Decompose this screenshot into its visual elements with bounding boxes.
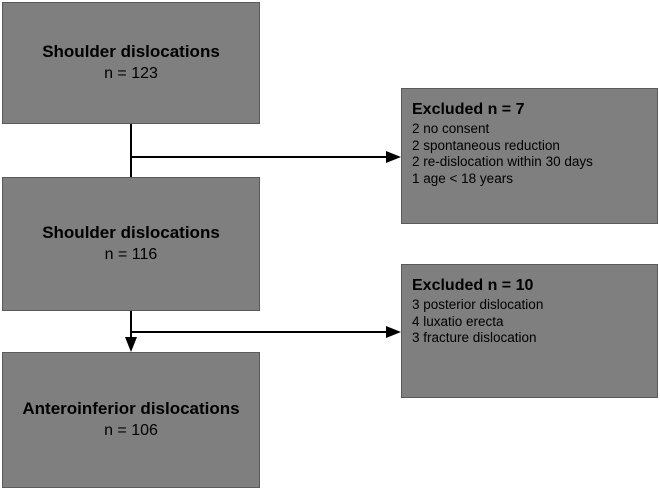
stage-title: Anteroinferior dislocations bbox=[22, 399, 240, 418]
exclusion-title: Excluded n = 7 bbox=[412, 101, 525, 118]
exclusion-box-second: Excluded n = 10 3 posterior dislocation … bbox=[401, 264, 658, 398]
exclusion-reason: 2 re-dislocation within 30 days bbox=[412, 154, 593, 169]
arrowhead-stage3 bbox=[125, 337, 137, 352]
exclusion-reason: 2 no consent bbox=[412, 121, 490, 136]
exclusion-reason: 4 luxatio erecta bbox=[412, 313, 504, 329]
exclusion-reason: 3 fracture dislocation bbox=[412, 330, 537, 345]
stage-title: Shoulder dislocations bbox=[42, 42, 220, 61]
arrowhead-exclusion1 bbox=[386, 151, 401, 163]
exclusion-title: Excluded n = 10 bbox=[412, 277, 534, 294]
exclusion-reason: 3 posterior dislocation bbox=[412, 297, 544, 312]
stage-count: n = 116 bbox=[104, 246, 158, 263]
stage-box-final: Anteroinferior dislocations n = 106 bbox=[2, 352, 260, 488]
stage-count: n = 106 bbox=[104, 422, 158, 439]
exclusion-reason: 1 age < 18 years bbox=[412, 170, 513, 186]
stage-count: n = 123 bbox=[104, 65, 158, 82]
stage-box-initial: Shoulder dislocations n = 123 bbox=[2, 2, 260, 124]
exclusion-box-first: Excluded n = 7 2 no consent 2 spontaneou… bbox=[401, 88, 658, 224]
stage-title: Shoulder dislocations bbox=[42, 223, 220, 242]
arrowhead-exclusion2 bbox=[386, 326, 401, 338]
stage-box-after-exclusion: Shoulder dislocations n = 116 bbox=[2, 177, 260, 311]
exclusion-reason: 2 spontaneous reduction bbox=[412, 137, 560, 153]
